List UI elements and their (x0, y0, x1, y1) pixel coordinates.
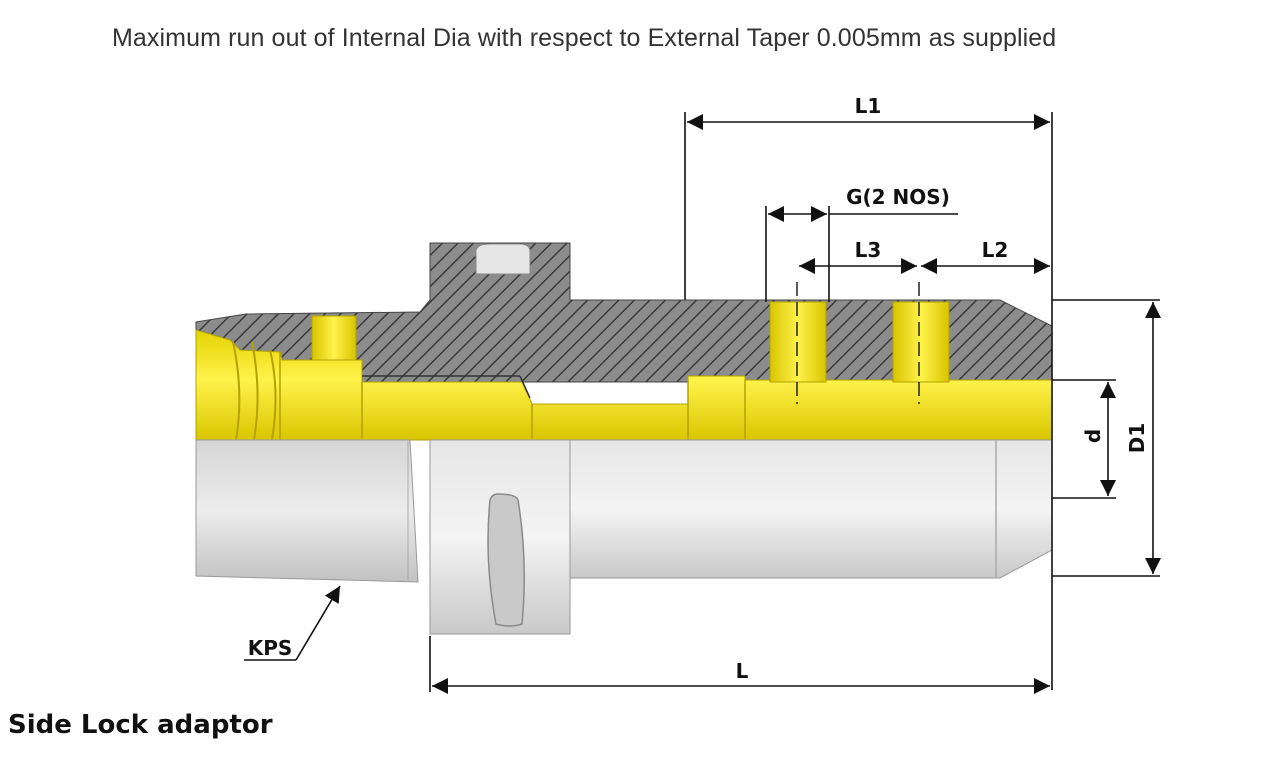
dim-label-l3: L3 (855, 238, 882, 262)
dimension-lines (244, 112, 1161, 694)
runout-note: Maximum run out of Internal Dia with res… (112, 24, 1057, 52)
internal-bore (195, 282, 1053, 441)
adaptor-body (195, 439, 1053, 635)
dim-label-g: G(2 NOS) (846, 185, 950, 209)
dim-label-d: d (1081, 429, 1105, 443)
dim-label-l: L (736, 659, 749, 683)
dim-label-l2: L2 (982, 238, 1009, 262)
figure-caption: Side Lock adaptor (8, 710, 273, 740)
hatched-section (195, 242, 1053, 383)
dim-label-l1: L1 (855, 94, 882, 118)
dim-label-kps: KPS (248, 636, 293, 660)
dim-label-d1: D1 (1125, 423, 1149, 454)
